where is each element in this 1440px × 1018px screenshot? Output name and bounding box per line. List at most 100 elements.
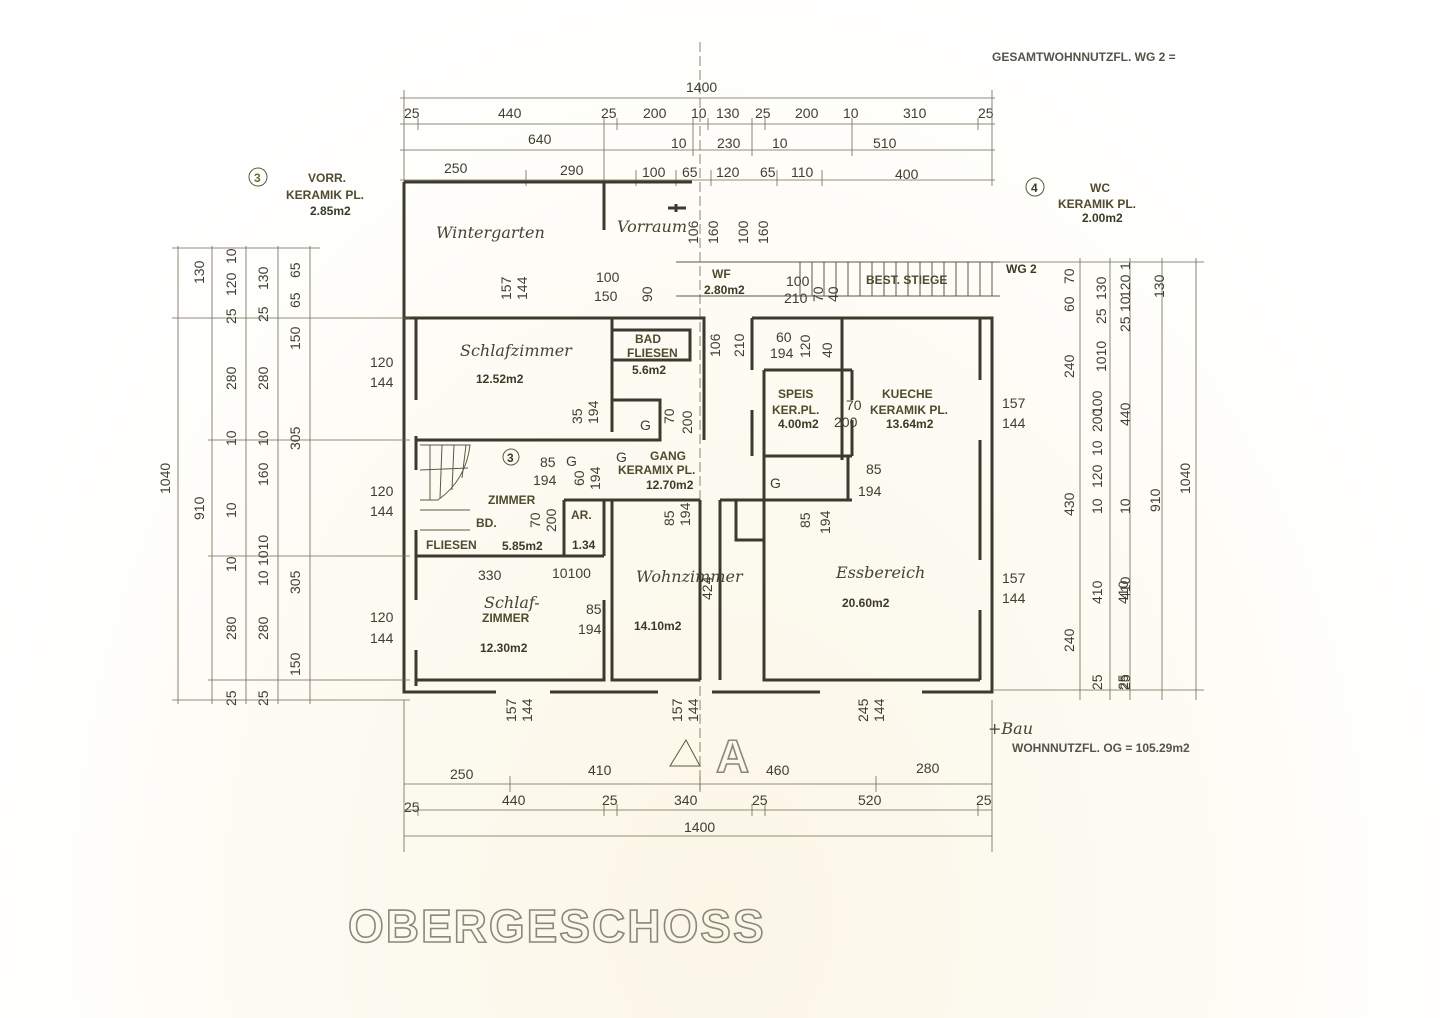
bad-floor: FLIESEN (627, 346, 678, 360)
dim-lines-bottom (403, 700, 993, 852)
d1-c: 90 (639, 286, 655, 302)
dim-right-c1-6: 25 (1089, 674, 1105, 690)
gang-area: 12.70m2 (646, 478, 694, 492)
dim-top-r1-4: 10 (691, 105, 707, 121)
d13-a: 70 (527, 512, 543, 528)
dim-left-c2-0: 10 (223, 248, 239, 264)
w7-a: 157 (669, 698, 685, 722)
dim-right-c2-1: 25 (1093, 308, 1109, 324)
d2-d: 160 (755, 220, 771, 244)
d4-b: 210 (731, 333, 747, 357)
dim-right-c1-3: 430 (1061, 492, 1077, 516)
dim-lines-left (172, 246, 410, 704)
dim-right-c2-8: 410 (1115, 580, 1131, 604)
dim-left-c4-1: 65 (287, 292, 303, 308)
d14-a: 85 (797, 512, 813, 528)
wohnzimmer-area: 14.10m2 (634, 619, 682, 633)
footer-note: +Bau (988, 719, 1033, 738)
speis-name: SPEIS (778, 387, 813, 401)
g2: G (616, 449, 627, 465)
d17-b: 10100 (552, 565, 591, 581)
dim-left-c2-3: 280 (223, 366, 239, 390)
speis-floor: KER.PL. (772, 403, 819, 417)
dim-left-c2-4: 10 (223, 430, 239, 446)
vorr-floor: KERAMIK PL. (286, 188, 364, 202)
d3-d: 40 (825, 286, 841, 302)
dim-right-c2-9: 25 (1115, 674, 1131, 690)
dim-left-c4-4: 305 (287, 570, 303, 594)
dim-bottom-r2-6: 25 (976, 792, 992, 808)
w1-a: 120 (370, 354, 394, 370)
wc-floor: KERAMIK PL. (1058, 197, 1136, 211)
bad2-area: 5.85m2 (502, 539, 543, 553)
wc-name: WC (1090, 181, 1110, 195)
dim-top-r1-10: 25 (978, 105, 994, 121)
dim-top-r1-6: 25 (755, 105, 771, 121)
schlafzimmer1-label: Schlafzimmer (460, 341, 573, 360)
d11-a: 85 (866, 461, 882, 477)
dim-right-c4-0: 130 (1151, 274, 1167, 298)
d3-c: 70 (810, 286, 826, 302)
w9-a: 157 (498, 276, 514, 300)
d16-a: 424 (699, 576, 715, 600)
d1-a: 100 (596, 269, 620, 285)
d17-a: 330 (478, 567, 502, 583)
dim-bottom-r1-2: 460 (766, 762, 790, 778)
gang-marker: 3 (507, 451, 514, 465)
dim-left-c3-3: 10 (255, 430, 271, 446)
section-arrow-icon (669, 738, 701, 767)
dim-bottom-r2-0: 25 (404, 799, 420, 815)
dim-right-c1-0: 60 (1061, 296, 1077, 312)
d1-b: 150 (594, 288, 618, 304)
bad-area: 5.6m2 (632, 363, 666, 377)
dim-top-r2-2: 230 (717, 135, 741, 151)
schlaf2-area: 12.30m2 (480, 641, 528, 655)
d5-c: 120 (797, 334, 813, 358)
dim-left-c2-8: 25 (223, 690, 239, 706)
dim-top-r3-7: 400 (895, 166, 919, 182)
essbereich-label: Essbereich (835, 563, 925, 582)
vorr-area: 2.85m2 (310, 204, 351, 218)
wohnzimmer-label: Wohnzimmer (636, 567, 744, 586)
dim-left-c3-6: 10 (255, 570, 271, 586)
d6-b: 194 (585, 400, 601, 424)
d5-a: 60 (776, 329, 792, 345)
dim-top-r2-0: 640 (528, 131, 552, 147)
d2-b: 160 (705, 220, 721, 244)
ar-area: 1.34 (572, 538, 596, 552)
w5-a: 157 (1002, 570, 1026, 586)
dim-top-r1-9: 310 (903, 105, 927, 121)
stairs-spiral (419, 444, 471, 531)
essbereich-area: 20.60m2 (842, 596, 890, 610)
w7-b: 144 (685, 698, 701, 722)
g3: G (640, 417, 651, 433)
dim-left-c4-2: 150 (287, 326, 303, 350)
vorraum-label: Vorraum (617, 217, 687, 236)
dim-right-c2-7: 10 (1089, 498, 1105, 514)
bad2-floor: FLIESEN (426, 538, 477, 552)
footer-area-total: WOHNNUTZFL. OG = 105.29m2 (1012, 741, 1190, 755)
d7-a: 70 (661, 408, 677, 424)
d5-d: 40 (819, 342, 835, 358)
dim-ticks-top (403, 90, 993, 186)
dim-left-c3-8: 25 (255, 690, 271, 706)
dim-left-c2-6: 280 (223, 616, 239, 640)
dim-right-c2-2: 1010 (1093, 341, 1109, 372)
total-area-header: GESAMTWOHNNUTZFL. WG 2 = (992, 50, 1176, 64)
dim-top-r1-7: 200 (795, 105, 819, 121)
d3-a: 100 (786, 273, 810, 289)
d9-a: 85 (540, 454, 556, 470)
d4-a: 106 (707, 333, 723, 357)
wf-name: WF (712, 267, 731, 281)
dim-left-c3-5: 1010 (255, 535, 271, 566)
dim-bottom-r2-4: 25 (752, 792, 768, 808)
g4: G (770, 475, 781, 491)
dim-right-c3-4: 440 (1117, 402, 1133, 426)
wf-area: 2.80m2 (704, 283, 745, 297)
bad-name: BAD (635, 332, 661, 346)
schlafzimmer1-area: 12.52m2 (476, 372, 524, 386)
w2-a: 120 (370, 483, 394, 499)
dim-right-c2-5: 10 (1089, 440, 1105, 456)
